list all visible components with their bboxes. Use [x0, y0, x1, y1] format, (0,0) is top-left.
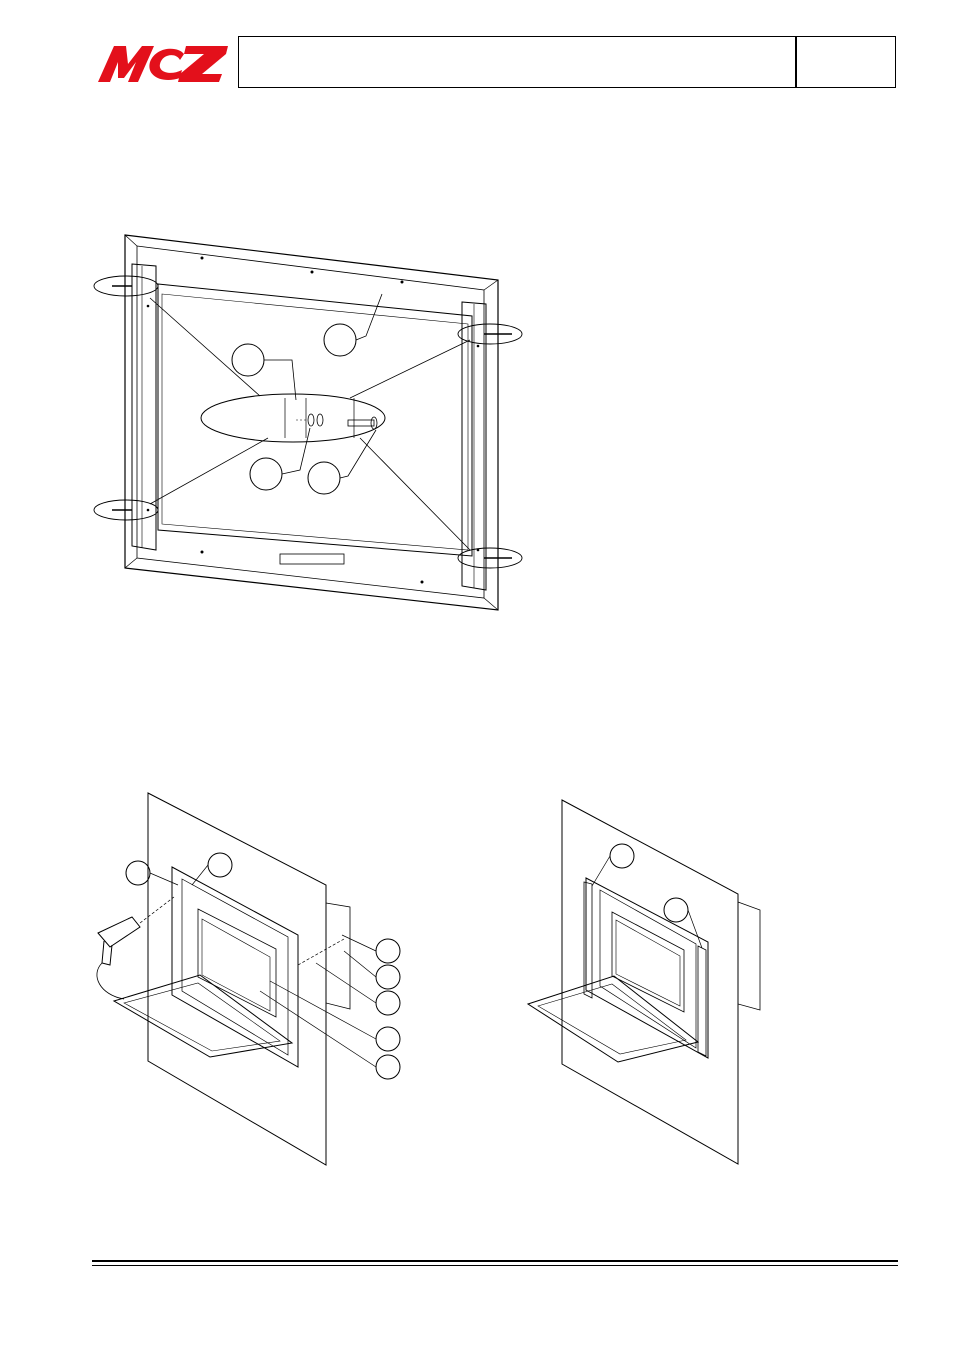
callout-circle	[249, 457, 283, 491]
bottom-slot	[279, 553, 345, 565]
screw-ellipse-top-right	[457, 323, 523, 345]
detail-ellipse	[200, 393, 386, 443]
callout-circle	[375, 990, 401, 1016]
footer-rule-thin	[92, 1265, 898, 1266]
callout-circle	[323, 323, 357, 357]
header-divider	[795, 36, 797, 88]
callout-circle	[375, 1026, 401, 1052]
header-title	[250, 50, 780, 74]
wall-panel	[561, 799, 739, 1165]
stove-frame	[171, 866, 299, 1068]
installation-drill-drawing	[96, 792, 401, 1166]
callout-circle	[125, 860, 151, 886]
open-door	[526, 975, 700, 1063]
callout-circle	[375, 1054, 401, 1080]
wall-panel	[147, 792, 327, 1166]
drill	[97, 916, 141, 966]
installed-stove-drawing	[526, 799, 761, 1165]
screw-ellipse-bottom-left	[93, 499, 159, 521]
header-page-number	[800, 50, 890, 74]
callout-circle	[663, 897, 689, 923]
header-title-box	[238, 36, 896, 88]
screw-ellipse-top-left	[93, 275, 159, 297]
mcz-logo-mark	[98, 46, 228, 82]
callout-circle	[231, 343, 265, 377]
right-bracket	[461, 301, 487, 591]
screw-ellipse-bottom-right	[457, 547, 523, 569]
callout-circle	[375, 964, 401, 990]
callout-circle	[609, 843, 635, 869]
mcz-logo	[98, 46, 228, 82]
left-bracket	[131, 263, 157, 551]
footer-rule	[92, 1260, 898, 1262]
callout-circle	[207, 852, 233, 878]
stove-frame	[585, 877, 709, 1059]
callout-circle	[307, 461, 341, 495]
frame-assembly-drawing	[93, 234, 523, 611]
frame-opening	[157, 283, 473, 557]
callout-circle	[375, 938, 401, 964]
frame-inner-outline	[136, 245, 485, 599]
open-door	[112, 974, 294, 1058]
